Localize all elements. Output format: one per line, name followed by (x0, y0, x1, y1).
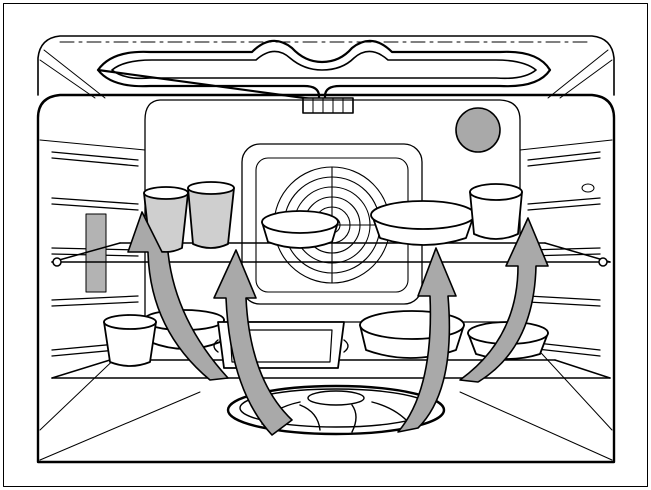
frame-border (3, 3, 648, 487)
top-corner-left (39, 49, 106, 99)
ramekin-1 (469, 191, 523, 240)
lower-cup (103, 321, 157, 367)
top-corner-right (547, 49, 613, 99)
left-shelf-runners (51, 151, 139, 357)
airflow-arrow-icon (397, 247, 457, 433)
oven-housing-outline (37, 35, 615, 96)
oven-light-icon (455, 107, 501, 153)
side-fitting (581, 183, 595, 193)
glass-cup-2 (187, 187, 235, 249)
oven-cavity-outline (36, 93, 616, 464)
upper-shelf-dishes (143, 181, 523, 253)
airflow-arrows (127, 211, 549, 436)
airflow-arrow-icon (459, 217, 549, 383)
grill-connector (302, 97, 354, 114)
grill-element-inner (111, 50, 537, 80)
airflow-arrow-icon (127, 211, 229, 381)
airflow-arrow-icon (213, 249, 293, 436)
grill-element-outer (96, 39, 552, 102)
temperature-sensor (85, 213, 107, 293)
